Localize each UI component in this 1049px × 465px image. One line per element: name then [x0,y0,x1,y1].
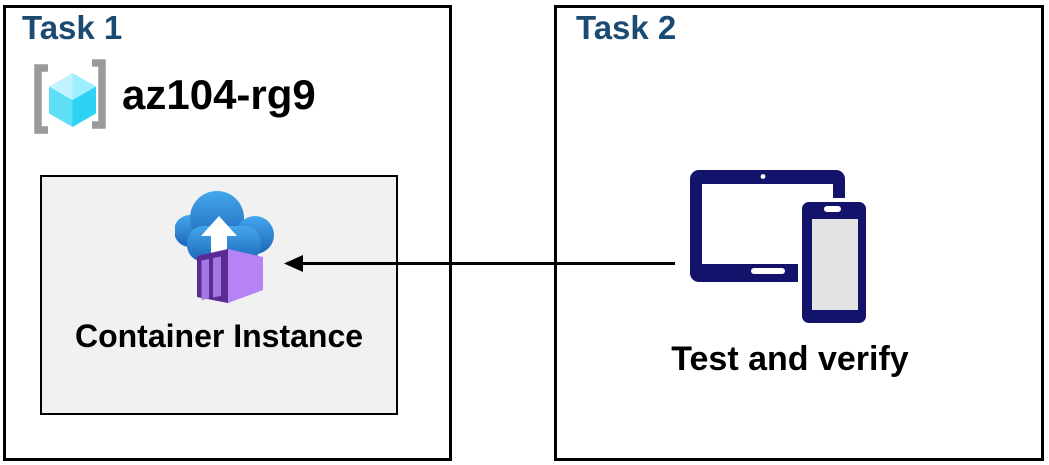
bracket-right-icon [92,59,106,129]
task2-title: Task 2 [576,9,677,46]
test-and-verify-label: Test and verify [671,340,909,378]
container-instance-label: Container Instance [74,318,364,354]
tablet-and-phone-icon [690,170,870,327]
container-box-icon [197,249,263,303]
container-instances-icon [175,191,274,303]
phone-icon [798,198,870,327]
upload-arrow-icon [201,216,237,260]
resource-group-name: az104-rg9 [122,71,316,118]
cube-icon [49,73,96,127]
resource-group-icon [34,59,106,134]
bracket-left-icon [34,64,48,134]
task1-title: Task 1 [22,9,123,46]
